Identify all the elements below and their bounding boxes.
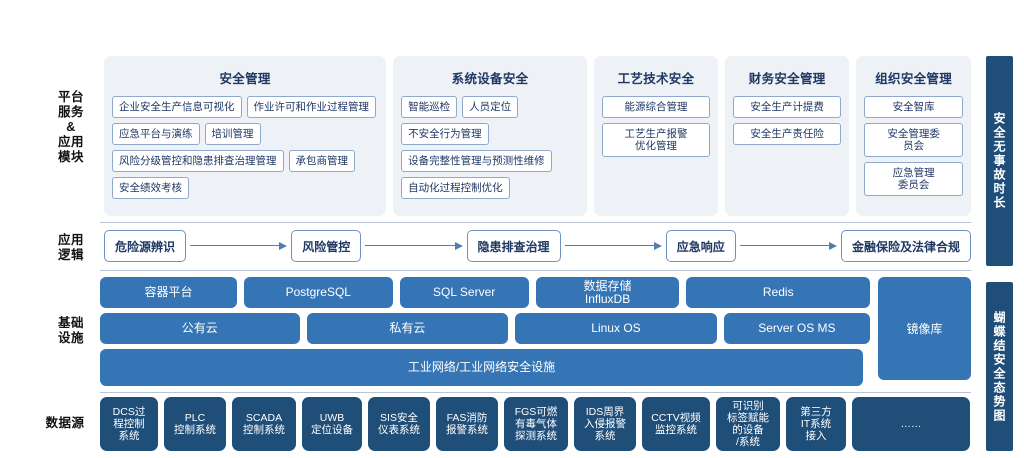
platform-module-chip[interactable]: 智能巡检 xyxy=(401,96,458,118)
flow-step-4[interactable]: 应急响应 xyxy=(665,230,736,262)
platform-card-title: 工艺技术安全 xyxy=(617,72,695,86)
flow-step-3[interactable]: 隐患排查治理 xyxy=(466,230,561,262)
platform-module-chip[interactable]: 工艺生产报警 优化管理 xyxy=(601,123,711,157)
row-label-application-logic: 应用 逻辑 xyxy=(57,233,84,262)
platform-module-chip[interactable]: 人员定位 xyxy=(462,96,519,118)
sidebar-accident-free-duration[interactable]: 安全无事故时长 xyxy=(986,56,1013,266)
flow-step-2[interactable]: 风险管控 xyxy=(291,230,362,262)
infra-bar[interactable]: 工业网络/工业网络安全设施 xyxy=(100,349,863,386)
sidebar-bowtie-safety-posture[interactable]: 蝴蝶结安全态势图 xyxy=(986,282,1013,451)
infra-mirror-repository[interactable]: 镜像库 xyxy=(878,277,971,380)
application-logic-flow: 危险源辨识 风险管控 隐患排查治理 应急响应 金融保险及法律合规 xyxy=(104,228,972,264)
flow-arrow-icon xyxy=(190,241,288,251)
platform-service-card-group: 安全管理企业安全生产信息可视化作业许可和作业过程管理应急平台与演练培训管理风险分… xyxy=(104,56,971,216)
platform-card-items: 能源综合管理工艺生产报警 优化管理 xyxy=(601,96,711,157)
platform-card-items: 企业安全生产信息可视化作业许可和作业过程管理应急平台与演练培训管理风险分级管控和… xyxy=(112,96,378,199)
platform-module-chip[interactable]: 风险分级管控和隐患排查治理管理 xyxy=(112,150,284,172)
platform-card-items: 安全生产计提费安全生产责任险 xyxy=(733,96,842,145)
platform-module-chip[interactable]: 应急管理 委员会 xyxy=(864,162,963,196)
row-label-infrastructure: 基础 设施 xyxy=(57,316,84,345)
platform-module-chip[interactable]: 自动化过程控制优化 xyxy=(401,177,510,199)
platform-card-title: 系统设备安全 xyxy=(451,72,529,86)
platform-module-chip[interactable]: 作业许可和作业过程管理 xyxy=(246,96,376,118)
infra-row-3: 工业网络/工业网络安全设施 xyxy=(100,349,870,386)
platform-module-chip[interactable]: 安全绩效考核 xyxy=(112,177,189,199)
platform-module-chip[interactable]: 安全生产责任险 xyxy=(733,123,842,145)
platform-card-title: 安全管理 xyxy=(219,72,271,86)
data-source-item[interactable]: UWB 定位设备 xyxy=(302,397,362,451)
infra-bar[interactable]: Server OS MS xyxy=(723,313,871,344)
platform-module-chip[interactable]: 不安全行为管理 xyxy=(401,123,489,145)
platform-module-chip[interactable]: 安全管理委 员会 xyxy=(864,123,963,157)
platform-card-5: 组织安全管理安全智库安全管理委 员会应急管理 委员会 xyxy=(856,56,971,216)
data-source-item[interactable]: 第三方 IT系统 接入 xyxy=(786,397,846,451)
row-label-platform-service: 平台 服务 & 应用 模块 xyxy=(57,90,84,164)
flow-step-1[interactable]: 危险源辨识 xyxy=(104,230,187,262)
data-source-item[interactable]: 可识别 标签赋能 的设备 /系统 xyxy=(716,397,780,451)
infra-bar[interactable]: 公有云 xyxy=(100,313,300,344)
platform-module-chip[interactable]: 安全智库 xyxy=(864,96,963,118)
platform-module-chip[interactable]: 承包商管理 xyxy=(288,150,355,172)
infra-bar[interactable]: Linux OS xyxy=(515,313,717,344)
flow-arrow-icon xyxy=(365,241,463,251)
platform-module-chip[interactable]: 安全生产计提费 xyxy=(733,96,842,118)
platform-card-title: 财务安全管理 xyxy=(748,72,826,86)
divider-logic-top xyxy=(100,222,971,223)
data-source-item[interactable]: SIS安全 仪表系统 xyxy=(368,397,430,451)
platform-card-2: 系统设备安全智能巡检人员定位不安全行为管理设备完整性管理与预测性维修自动化过程控… xyxy=(393,56,587,216)
platform-card-3: 工艺技术安全能源综合管理工艺生产报警 优化管理 xyxy=(593,56,719,216)
flow-step-5[interactable]: 金融保险及法律合规 xyxy=(841,230,972,262)
infra-bar[interactable]: 私有云 xyxy=(306,313,509,344)
platform-card-items: 智能巡检人员定位不安全行为管理设备完整性管理与预测性维修自动化过程控制优化 xyxy=(401,96,579,199)
platform-module-chip[interactable]: 设备完整性管理与预测性维修 xyxy=(401,150,552,172)
platform-module-chip[interactable]: 企业安全生产信息可视化 xyxy=(112,96,242,118)
infra-bar[interactable]: 容器平台 xyxy=(100,277,237,308)
row-label-data-source: 数据源 xyxy=(45,416,85,430)
platform-module-chip[interactable]: 培训管理 xyxy=(204,123,261,145)
infra-bar[interactable]: Redis xyxy=(686,277,870,308)
flow-arrow-icon xyxy=(564,241,662,251)
divider-datasource-top xyxy=(100,392,971,393)
platform-module-chip[interactable]: 能源综合管理 xyxy=(601,96,711,118)
data-source-item[interactable]: …… xyxy=(852,397,970,451)
data-source-item[interactable]: DCS过 程控制 系统 xyxy=(100,397,158,451)
infra-bar[interactable]: PostgreSQL xyxy=(243,277,393,308)
data-source-item[interactable]: CCTV视频 监控系统 xyxy=(642,397,710,451)
data-source-item[interactable]: PLC 控制系统 xyxy=(164,397,226,451)
data-source-item[interactable]: SCADA 控制系统 xyxy=(232,397,296,451)
data-source-item[interactable]: IDS周界 入侵报警 系统 xyxy=(574,397,636,451)
platform-card-title: 组织安全管理 xyxy=(875,72,953,86)
infra-bar[interactable]: 数据存储 InfluxDB xyxy=(535,277,680,308)
platform-module-chip[interactable]: 应急平台与演练 xyxy=(112,123,200,145)
divider-logic-bottom xyxy=(100,270,971,271)
infra-bar[interactable]: SQL Server xyxy=(399,277,529,308)
flow-arrow-icon xyxy=(739,241,838,251)
platform-card-items: 安全智库安全管理委 员会应急管理 委员会 xyxy=(864,96,963,196)
platform-card-4: 财务安全管理安全生产计提费安全生产责任险 xyxy=(725,56,850,216)
data-source-item[interactable]: FAS消防 报警系统 xyxy=(436,397,498,451)
data-source-item[interactable]: FGS可燃 有毒气体 探测系统 xyxy=(504,397,568,451)
platform-card-1: 安全管理企业安全生产信息可视化作业许可和作业过程管理应急平台与演练培训管理风险分… xyxy=(104,56,387,216)
